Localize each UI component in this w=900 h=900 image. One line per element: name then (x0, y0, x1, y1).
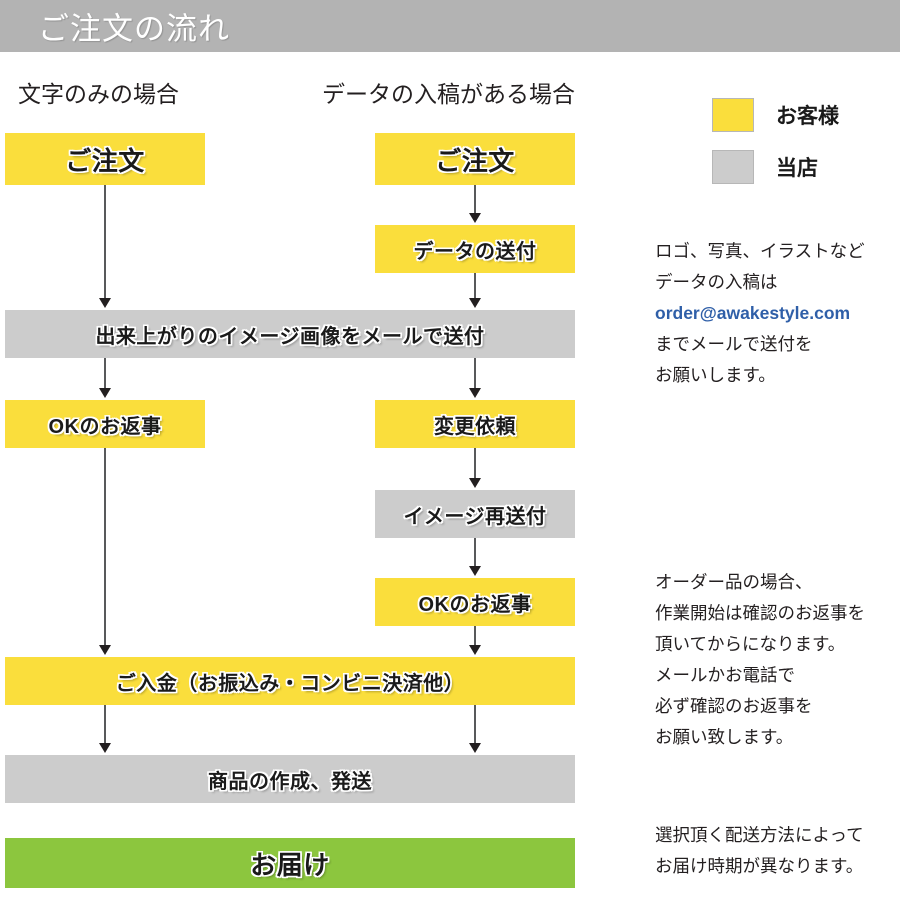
note-data-submission: ロゴ、写真、イラストなど データの入稿は order@awakestyle.co… (655, 236, 865, 391)
flow-box-label: ご入金（お振込み・コンビニ決済他） (115, 672, 465, 695)
flow-box-production-shipping: 商品の作成、発送 (5, 755, 575, 803)
flow-box-left-ok-reply: OKのお返事 (5, 400, 205, 448)
note-order-confirmation: オーダー品の場合、 作業開始は確認のお返事を 頂いてからになります。 メールかお… (655, 567, 865, 753)
arrow-right-change-to-resend (469, 448, 482, 488)
note-line: オーダー品の場合、 (655, 572, 813, 592)
arrow-left-order-to-preview (99, 185, 112, 308)
note-shipping: 選択頂く配送方法によって お届け時期が異なります。 (655, 820, 864, 882)
legend-item-customer: お客様 (712, 98, 839, 132)
note-line: お届け時期が異なります。 (655, 856, 864, 876)
flow-box-right-order: ご注文 (375, 133, 575, 185)
flow-box-label: 商品の作成、発送 (208, 770, 372, 793)
flow-box-delivery: お届け (5, 838, 575, 888)
note-line: データの入稿は (655, 272, 778, 292)
flow-box-send-image-preview: 出来上がりのイメージ画像をメールで送付 (5, 310, 575, 358)
note-line: までメールで送付を (655, 334, 813, 354)
note-line: ロゴ、写真、イラストなど (655, 241, 865, 261)
note-line: メールかお電話で (655, 665, 795, 685)
legend-label-customer: お客様 (776, 105, 839, 128)
note-line: お願いします。 (655, 365, 776, 385)
flow-box-label: 変更依頼 (434, 415, 516, 438)
arrow-right-preview-to-change (469, 358, 482, 398)
arrow-right-resend-to-ok (469, 538, 482, 576)
flow-box-label: イメージ再送付 (403, 505, 547, 528)
flow-box-label: OKのお返事 (48, 415, 162, 438)
flow-box-change-request: 変更依頼 (375, 400, 575, 448)
flow-box-label: データの送付 (413, 240, 537, 263)
column-heading-text-only: 文字のみの場合 (18, 81, 179, 107)
legend-swatch-customer (712, 98, 754, 132)
flow-box-left-order: ご注文 (5, 133, 205, 185)
arrow-left-ok-to-payment (99, 448, 112, 655)
arrow-right-ok-to-payment (469, 626, 482, 655)
arrow-right-senddata-to-preview (469, 273, 482, 308)
flow-box-label: OKのお返事 (418, 593, 532, 616)
order-email-address[interactable]: order@awakestyle.com (655, 303, 851, 323)
note-line: 選択頂く配送方法によって (655, 825, 864, 845)
flow-box-label: ご注文 (65, 145, 145, 176)
legend-swatch-shop (712, 150, 754, 184)
arrow-right-order-to-senddata (469, 185, 482, 223)
arrow-right-payment-to-production (469, 705, 482, 753)
column-heading-with-data: データの入稿がある場合 (322, 81, 575, 107)
flow-box-payment: ご入金（お振込み・コンビニ決済他） (5, 657, 575, 705)
flow-box-label: 出来上がりのイメージ画像をメールで送付 (95, 325, 485, 348)
flow-box-resend-image: イメージ再送付 (375, 490, 575, 538)
arrow-left-preview-to-ok (99, 358, 112, 398)
legend-item-shop: 当店 (712, 150, 839, 184)
legend: お客様 当店 (712, 98, 839, 202)
flow-box-label: お届け (250, 849, 330, 880)
note-line: 必ず確認のお返事を (655, 696, 813, 716)
flow-box-label: ご注文 (435, 145, 515, 176)
flow-box-right-ok-reply: OKのお返事 (375, 578, 575, 626)
flow-box-send-data: データの送付 (375, 225, 575, 273)
page-title: ご注文の流れ (38, 11, 230, 47)
note-line: お願い致します。 (655, 727, 794, 747)
note-line: 作業開始は確認のお返事を (655, 603, 865, 623)
page-header-bar: ご注文の流れ (0, 0, 900, 52)
legend-label-shop: 当店 (776, 157, 818, 180)
note-line: 頂いてからになります。 (655, 634, 846, 654)
arrow-left-payment-to-production (99, 705, 112, 753)
